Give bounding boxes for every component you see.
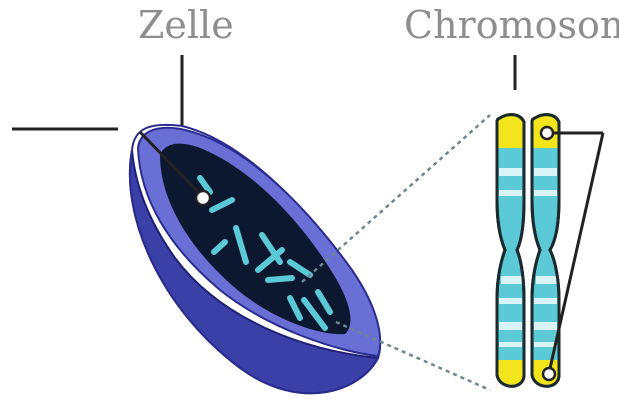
cell-illustration <box>130 125 380 393</box>
telomere-pointer-dot-bottom <box>543 368 555 380</box>
telomere-top-left <box>498 115 523 148</box>
telomere-pointer-dot-top <box>541 127 553 139</box>
chromosome-illustration <box>497 115 603 387</box>
nucleus-pointer-dot <box>196 191 210 205</box>
